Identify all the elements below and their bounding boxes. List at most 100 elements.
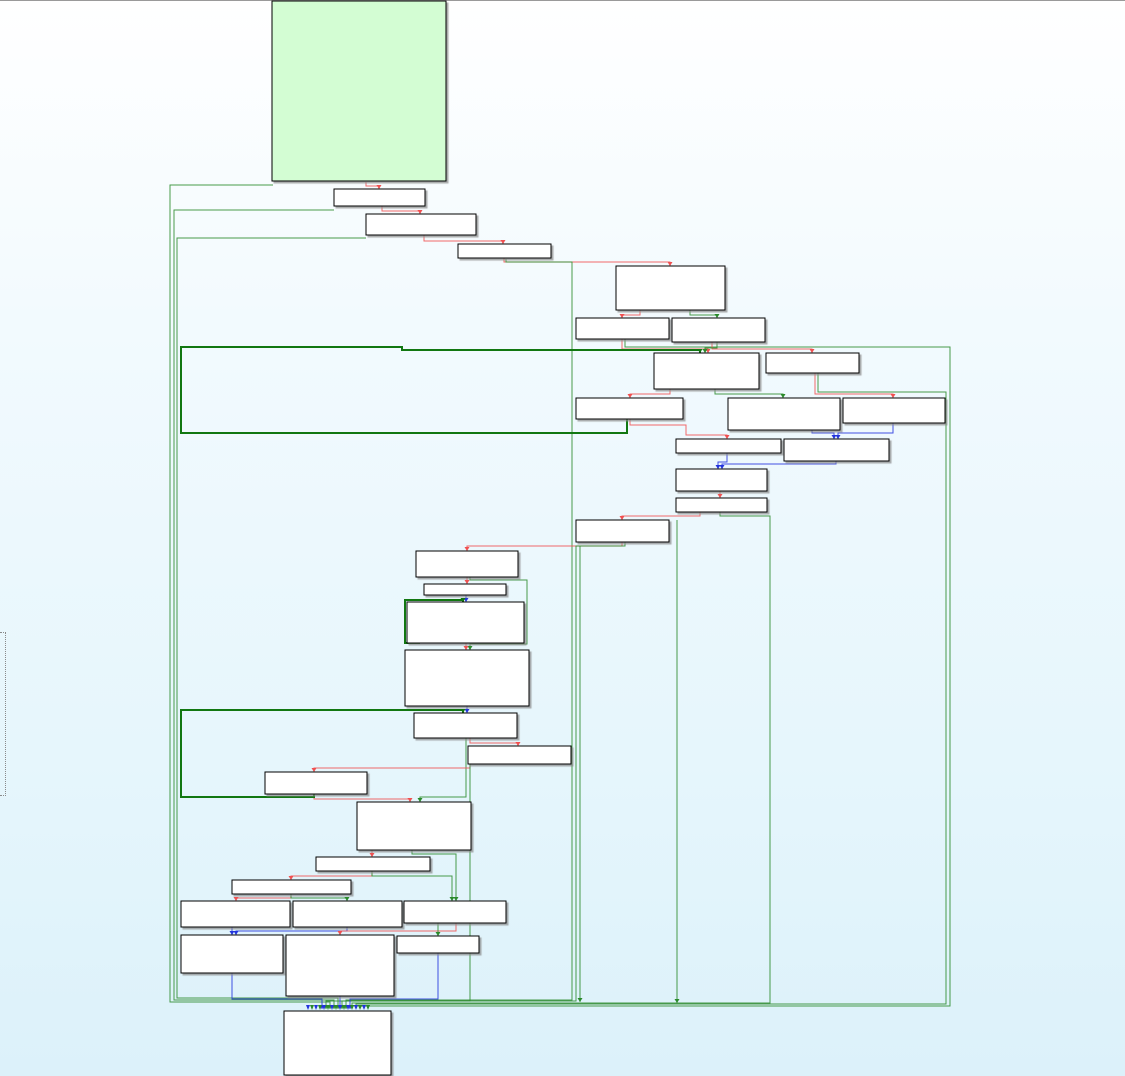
edge-arrowhead bbox=[306, 1005, 310, 1010]
edge-arrowhead bbox=[500, 240, 506, 244]
cfg-edge bbox=[290, 871, 373, 880]
cfg-edge bbox=[704, 342, 718, 353]
cfg-edge bbox=[621, 512, 701, 520]
cfg-edge bbox=[629, 419, 728, 439]
basic-block[interactable] bbox=[404, 649, 530, 707]
cfg-edge bbox=[469, 738, 519, 746]
edge-arrowhead bbox=[334, 1005, 338, 1010]
cfg-edge bbox=[235, 927, 348, 935]
basic-block[interactable] bbox=[575, 317, 670, 340]
edge-arrowhead bbox=[719, 465, 725, 469]
basic-block[interactable] bbox=[333, 188, 426, 207]
basic-block[interactable] bbox=[653, 352, 760, 390]
cfg-edge bbox=[721, 461, 837, 469]
cfg-edge bbox=[313, 794, 411, 802]
cfg-edge bbox=[313, 764, 471, 772]
edge-arrowhead bbox=[311, 768, 317, 772]
basic-block[interactable] bbox=[292, 900, 403, 928]
edge-arrowhead bbox=[449, 897, 455, 901]
nodes-layer bbox=[180, 0, 946, 1076]
basic-block[interactable] bbox=[727, 397, 841, 431]
edge-arrowhead bbox=[310, 1005, 314, 1010]
edge-arrowhead bbox=[346, 1005, 350, 1010]
edge-arrowhead bbox=[464, 709, 470, 713]
cfg-edge bbox=[621, 310, 641, 318]
basic-block[interactable] bbox=[231, 879, 352, 895]
basic-block[interactable] bbox=[403, 900, 507, 924]
basic-block[interactable] bbox=[415, 550, 519, 578]
basic-block[interactable] bbox=[765, 352, 860, 374]
edge-arrowhead bbox=[780, 394, 786, 398]
cfg-edge bbox=[176, 237, 366, 1009]
edge-arrowhead bbox=[715, 465, 721, 469]
basic-block[interactable] bbox=[365, 213, 477, 236]
basic-block[interactable] bbox=[180, 900, 291, 928]
basic-block[interactable] bbox=[356, 801, 472, 851]
edge-arrowhead bbox=[460, 709, 466, 713]
edge-arrowhead bbox=[697, 349, 703, 353]
edge-arrowhead bbox=[369, 853, 375, 857]
edge-arrowhead bbox=[463, 646, 469, 650]
edge-arrowhead bbox=[467, 646, 473, 650]
cfg-edge bbox=[355, 373, 947, 1009]
cfg-edge bbox=[235, 894, 292, 901]
edge-arrowhead bbox=[627, 394, 633, 398]
cfg-edge bbox=[173, 209, 335, 1009]
edge-arrowhead bbox=[326, 1005, 330, 1010]
edge-arrowhead bbox=[619, 516, 625, 520]
edge-arrowhead bbox=[702, 349, 708, 353]
basic-block[interactable] bbox=[575, 397, 684, 420]
basic-block[interactable] bbox=[457, 243, 552, 259]
cfg-edge bbox=[419, 738, 467, 802]
basic-block[interactable] bbox=[783, 438, 890, 462]
cfg-edge bbox=[469, 577, 528, 650]
basic-block[interactable] bbox=[675, 438, 782, 454]
edge-arrowhead bbox=[435, 932, 441, 936]
edge-arrowhead bbox=[376, 185, 382, 189]
cfg-edge bbox=[814, 373, 894, 398]
cfg-edge bbox=[381, 206, 421, 214]
exit-block[interactable] bbox=[283, 1010, 392, 1076]
entry-block[interactable] bbox=[271, 0, 447, 182]
basic-block[interactable] bbox=[396, 935, 480, 954]
cfg-edge bbox=[423, 235, 504, 244]
basic-block[interactable] bbox=[285, 934, 395, 997]
basic-block[interactable] bbox=[675, 468, 768, 492]
basic-block[interactable] bbox=[423, 583, 507, 596]
edge-arrowhead bbox=[322, 1005, 326, 1010]
basic-block[interactable] bbox=[671, 317, 766, 343]
basic-block[interactable] bbox=[264, 771, 368, 795]
cfg-edge bbox=[169, 184, 331, 1009]
basic-block[interactable] bbox=[575, 519, 670, 543]
edge-arrowhead bbox=[464, 580, 470, 584]
edge-arrowhead bbox=[667, 262, 673, 266]
basic-block[interactable] bbox=[406, 601, 525, 644]
edge-arrowhead bbox=[233, 897, 239, 901]
basic-block[interactable] bbox=[675, 497, 768, 513]
edge-arrowhead bbox=[288, 876, 294, 880]
cfg-edge bbox=[411, 850, 457, 901]
basic-block[interactable] bbox=[842, 397, 946, 424]
cfg-edge bbox=[349, 953, 439, 1009]
edge-arrowhead bbox=[831, 435, 837, 439]
edge-arrowhead bbox=[714, 314, 720, 318]
edge-arrowhead bbox=[342, 1005, 346, 1010]
graph-overview-frame bbox=[0, 632, 6, 796]
cfg-edge bbox=[290, 894, 348, 901]
edge-arrowhead bbox=[318, 1005, 322, 1010]
edge-arrowhead bbox=[577, 998, 583, 1002]
edge-arrowhead bbox=[417, 798, 423, 802]
edge-arrowhead bbox=[330, 1005, 334, 1010]
basic-block[interactable] bbox=[315, 856, 431, 872]
basic-block[interactable] bbox=[467, 745, 572, 765]
cfg-edge bbox=[689, 310, 718, 318]
cfg-edge bbox=[714, 389, 784, 398]
top-border bbox=[0, 0, 1125, 1]
cfg-edge bbox=[629, 389, 671, 398]
edge-arrowhead bbox=[229, 931, 235, 935]
basic-block[interactable] bbox=[180, 934, 284, 974]
edges-layer bbox=[169, 182, 951, 1010]
basic-block[interactable] bbox=[413, 712, 518, 739]
basic-block[interactable] bbox=[615, 265, 726, 311]
